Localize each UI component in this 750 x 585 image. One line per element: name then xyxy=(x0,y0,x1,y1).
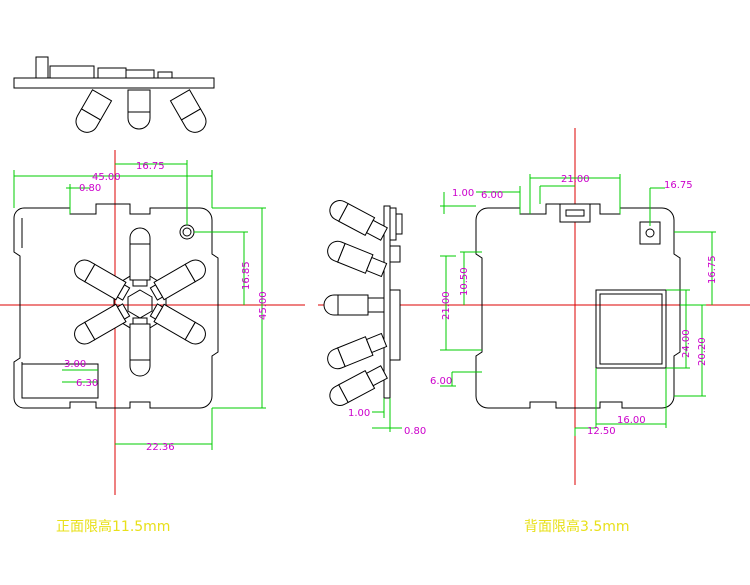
back-dim-24-00: 24.00 xyxy=(681,329,692,358)
front-view-caption: 正面限高11.5mm xyxy=(56,518,170,535)
front-dim-3-00: 3.00 xyxy=(64,359,86,370)
side-led-3 xyxy=(323,294,385,316)
front-view: 16.75 45.00 0.80 16.85 45.00 3.00 6.30 2… xyxy=(0,150,305,535)
back-dim-16-00: 16.00 xyxy=(617,415,646,426)
back-dim-20-20: 20.20 xyxy=(697,337,708,366)
back-dim-6-00-left: 6.00 xyxy=(430,376,452,387)
back-dim-1-00: 1.00 xyxy=(452,188,474,199)
side-led-4 xyxy=(327,332,388,370)
top-view-switch xyxy=(35,56,49,79)
front-dimension-lines xyxy=(13,160,266,450)
front-dim-0-80: 0.80 xyxy=(79,183,101,194)
front-dim-22-36: 22.36 xyxy=(146,442,175,453)
back-dim-6-00-top: 6.00 xyxy=(481,190,503,201)
front-board-outline xyxy=(13,203,219,409)
back-usb-connector xyxy=(559,203,591,223)
front-led-top-right xyxy=(149,259,206,301)
front-mount-hole xyxy=(179,224,195,240)
top-view-led-left xyxy=(75,89,113,133)
side-back-component xyxy=(389,289,401,361)
front-led-bottom-right xyxy=(149,303,206,345)
front-dim-45-side: 45.00 xyxy=(258,291,269,320)
top-view-usb xyxy=(97,67,127,79)
back-component-block xyxy=(595,289,667,369)
back-view: 1.00 6.00 21.00 16.75 10.50 21.00 6.00 1… xyxy=(420,128,750,535)
side-dim-0-80: 0.80 xyxy=(404,426,426,437)
front-dim-16-85: 16.85 xyxy=(241,261,252,290)
back-dim-12-50: 12.50 xyxy=(587,426,616,437)
side-view: 1.00 0.80 xyxy=(318,200,430,437)
side-led-2 xyxy=(327,240,388,278)
top-view-board xyxy=(13,77,215,89)
side-switch xyxy=(389,207,397,241)
back-view-caption: 背面限高3.5mm xyxy=(524,518,630,535)
back-board-outline xyxy=(475,203,681,409)
front-led-top xyxy=(129,227,151,287)
back-dim-16-75-right: 16.75 xyxy=(707,255,718,284)
side-board xyxy=(383,205,391,399)
front-dim-6-30: 6.30 xyxy=(76,378,98,389)
side-led-5 xyxy=(329,365,388,406)
side-led-1 xyxy=(329,200,388,241)
front-dim-16-75: 16.75 xyxy=(136,161,165,172)
back-dim-10-50: 10.50 xyxy=(459,267,470,296)
side-dimension-lines xyxy=(372,398,402,432)
back-dimension-lines xyxy=(440,174,716,436)
back-dim-21-00-top: 21.00 xyxy=(561,174,590,185)
front-dim-45-top: 45.00 xyxy=(92,172,121,183)
top-view-component xyxy=(125,69,155,79)
top-view xyxy=(13,56,215,133)
front-led-bottom-left xyxy=(74,303,131,345)
side-dim-1-00: 1.00 xyxy=(348,408,370,419)
top-view-led-right xyxy=(169,89,207,133)
front-led-top-left xyxy=(74,259,131,301)
top-view-led-center xyxy=(127,89,151,130)
top-view-component-small xyxy=(157,71,173,79)
back-dim-21-00-left: 21.00 xyxy=(441,291,452,320)
top-view-header xyxy=(49,65,95,79)
front-led-bottom xyxy=(129,317,151,377)
back-dim-16-75-top: 16.75 xyxy=(664,180,693,191)
front-connector xyxy=(21,363,99,399)
